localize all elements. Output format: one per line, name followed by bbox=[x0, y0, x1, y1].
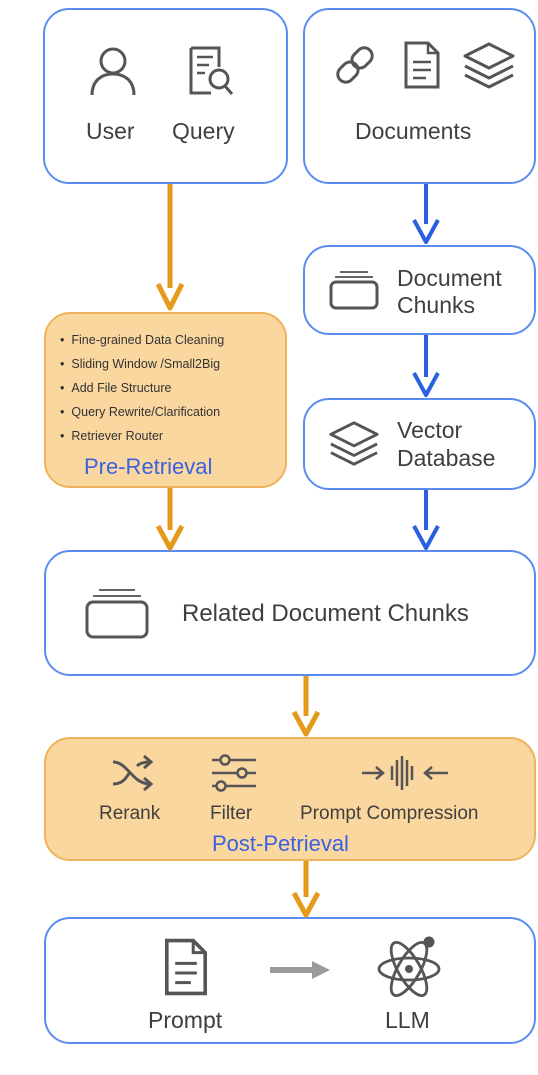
user-label: User bbox=[86, 118, 135, 144]
prompt-llm-box bbox=[44, 917, 536, 1044]
folder-tray-icon bbox=[329, 271, 379, 310]
documents-box bbox=[303, 8, 536, 184]
pre-retrieval-list: Fine-grained Data Cleaning Sliding Windo… bbox=[60, 328, 224, 448]
document-icon bbox=[165, 938, 207, 996]
pre-retrieval-title: Pre-Retrieval bbox=[84, 454, 213, 479]
flow-arrow-query-to-pre bbox=[155, 184, 185, 311]
link-icon bbox=[336, 46, 374, 84]
layers-icon bbox=[463, 42, 515, 89]
post-retrieval-title: Post-Petrieval bbox=[212, 831, 349, 856]
vector-database-box bbox=[303, 398, 536, 490]
flow-arrow-pre-to-related bbox=[155, 488, 185, 551]
document-chunks-line1: Document bbox=[397, 265, 502, 291]
flow-arrow-chunks-to-vector bbox=[412, 335, 440, 397]
flow-arrow-docs-to-chunks bbox=[412, 184, 440, 244]
flow-arrow-related-to-post bbox=[291, 676, 321, 737]
rerank-label: Rerank bbox=[99, 803, 161, 824]
related-chunks-box bbox=[44, 550, 536, 676]
documents-label: Documents bbox=[355, 118, 472, 144]
list-item: Add File Structure bbox=[60, 376, 224, 400]
layers-icon bbox=[329, 421, 379, 466]
atom-icon bbox=[377, 936, 441, 997]
query-label: Query bbox=[172, 118, 235, 144]
llm-label: LLM bbox=[385, 1007, 430, 1033]
user-icon bbox=[90, 47, 136, 96]
vector-database-line2: Database bbox=[397, 445, 496, 471]
list-item: Fine-grained Data Cleaning bbox=[60, 328, 224, 352]
prompt-compression-label: Prompt Compression bbox=[300, 803, 479, 824]
flow-arrow-post-to-output bbox=[291, 861, 321, 918]
user-query-box bbox=[43, 8, 288, 184]
list-item: Retriever Router bbox=[60, 424, 224, 448]
list-item: Query Rewrite/Clarification bbox=[60, 400, 224, 424]
prompt-label: Prompt bbox=[148, 1007, 223, 1033]
sliders-icon bbox=[212, 754, 256, 792]
folder-tray-icon bbox=[85, 589, 149, 639]
document-chunks-box bbox=[303, 245, 536, 335]
prompt-to-llm-arrow bbox=[270, 961, 330, 979]
compress-waveform-icon bbox=[362, 756, 448, 790]
list-item: Sliding Window /Small2Big bbox=[60, 352, 224, 376]
post-retrieval-box bbox=[44, 737, 536, 861]
search-document-icon bbox=[189, 46, 234, 95]
document-icon bbox=[404, 41, 440, 89]
filter-label: Filter bbox=[210, 803, 253, 824]
document-chunks-line2: Chunks bbox=[397, 292, 475, 318]
vector-database-line1: Vector bbox=[397, 417, 463, 443]
shuffle-icon bbox=[112, 754, 154, 792]
related-chunks-label: Related Document Chunks bbox=[182, 600, 469, 627]
flow-arrow-vector-to-related bbox=[412, 490, 440, 550]
